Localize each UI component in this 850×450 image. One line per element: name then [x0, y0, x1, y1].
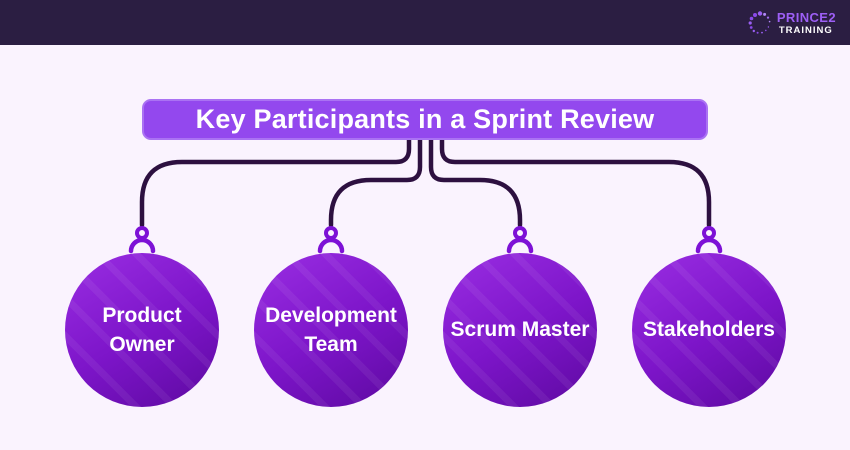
connector-product-owner	[139, 133, 412, 228]
ornament-hanger-icon	[128, 226, 156, 254]
connector-stakeholders	[439, 133, 712, 228]
connector-development-team	[328, 133, 423, 228]
participant-node-stakeholders: Stakeholders	[632, 253, 786, 407]
prince2-logo[interactable]: PRINCE2 TRAINING	[747, 7, 836, 39]
participant-node-product-owner: Product Owner	[65, 253, 219, 407]
logo-brand-text: PRINCE2	[776, 9, 836, 25]
prince2-logo-dots-icon	[748, 11, 771, 34]
logo-subtitle-text: TRAINING	[778, 24, 833, 36]
connector-scrum-master	[428, 133, 523, 228]
participant-node-development-team: Development Team	[254, 253, 408, 407]
ornament-hanger-icon	[506, 226, 534, 254]
ornament-hanger-icon	[695, 226, 723, 254]
participant-label: Scrum Master	[450, 318, 590, 342]
header-bar: PRINCE2 TRAINING	[0, 0, 850, 45]
ornament-hanger-icon	[317, 226, 345, 254]
participant-label: Stakeholders	[643, 318, 775, 342]
participant-label: Product Owner	[102, 303, 182, 356]
logo-text: PRINCE2 TRAINING	[777, 11, 836, 36]
participant-label: Development Team	[265, 303, 397, 356]
participant-node-scrum-master: Scrum Master	[443, 253, 597, 407]
diagram-title-banner: Key Participants in a Sprint Review	[142, 99, 708, 140]
